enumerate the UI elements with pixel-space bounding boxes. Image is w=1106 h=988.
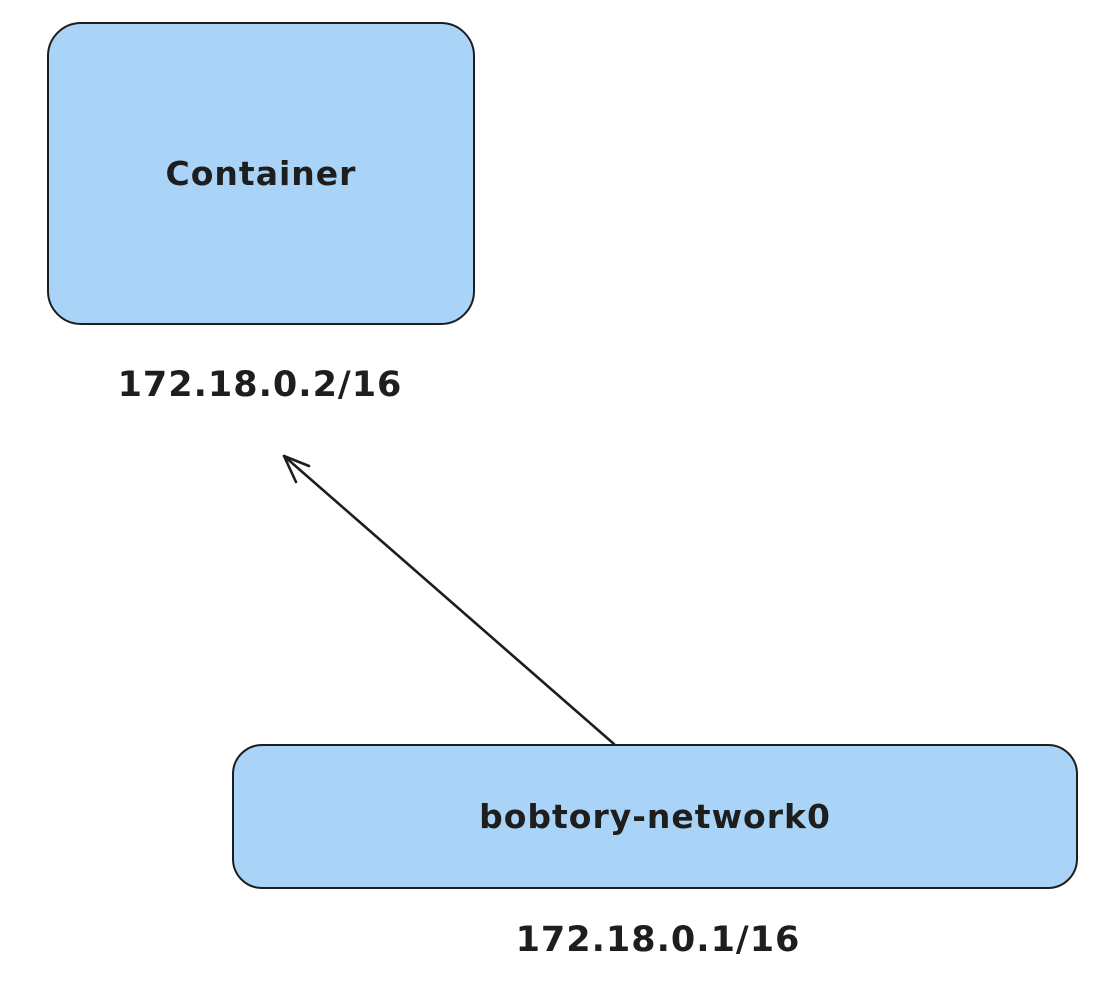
node-container-label: Container [165, 154, 357, 193]
node-container: Container [47, 22, 475, 325]
arrow-shaft [282, 454, 616, 746]
network-ip-label: 172.18.0.1/16 [515, 920, 801, 960]
node-network-label: bobtory-network0 [479, 797, 831, 836]
arrow-head [282, 454, 311, 484]
container-ip-label: 172.18.0.2/16 [117, 365, 403, 405]
node-network: bobtory-network0 [232, 744, 1078, 889]
arrow-network-to-container [282, 454, 616, 746]
